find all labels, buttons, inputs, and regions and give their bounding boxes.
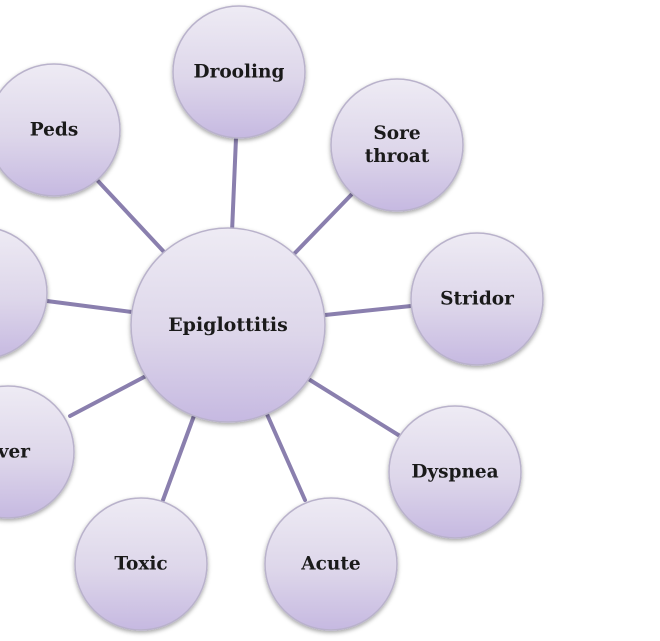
- node-label-acute: Acute: [300, 554, 360, 575]
- connector-peds: [96, 179, 167, 255]
- node-peds: [0, 63, 121, 197]
- node-label-dyspnea: Dyspnea: [411, 462, 498, 483]
- connector-stridor: [323, 304, 413, 317]
- node-center-epiglottitis: [130, 227, 326, 423]
- connector-acute: [264, 410, 307, 502]
- connector-partial-node: [45, 299, 134, 314]
- node-toxic: [74, 497, 208, 631]
- connector-fever: [68, 374, 148, 418]
- connector-toxic: [161, 411, 197, 502]
- connector-sore-throat: [292, 192, 354, 256]
- node-label-toxic: Toxic: [114, 554, 167, 575]
- node-drooling: [172, 5, 306, 139]
- node-label-stridor: Stridor: [440, 289, 514, 310]
- node-label-peds: Peds: [30, 120, 79, 141]
- node-sore-throat: [330, 78, 464, 212]
- connector-lines: [45, 136, 413, 502]
- center-label: Epiglottitis: [168, 314, 288, 336]
- node-label-sore-throat: Sore: [373, 123, 420, 144]
- node-partial-node: [0, 229, 48, 357]
- connector-dyspnea: [308, 378, 402, 438]
- node-acute: [264, 497, 398, 631]
- node-label-sore-throat: throat: [365, 146, 430, 167]
- connector-drooling: [230, 136, 238, 234]
- node-label-drooling: Drooling: [194, 62, 285, 83]
- node-fever: [0, 385, 75, 519]
- node-dyspnea: [388, 405, 522, 539]
- node-stridor: [410, 232, 544, 366]
- node-bubbles: [0, 5, 544, 631]
- node-label-fever: ever: [0, 442, 30, 463]
